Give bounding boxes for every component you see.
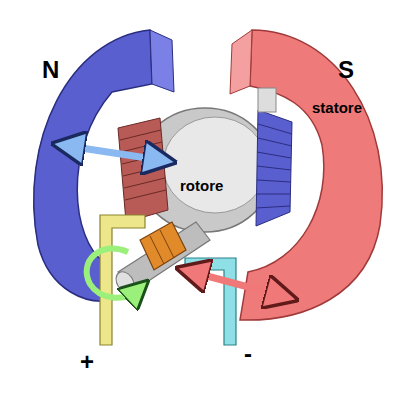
commutator bbox=[140, 222, 186, 270]
south-stator-face bbox=[230, 30, 252, 94]
coil-windings bbox=[120, 130, 166, 200]
positive-brush bbox=[100, 215, 145, 345]
commutator-gap bbox=[160, 230, 174, 258]
part-name: rotore bbox=[180, 178, 223, 193]
pole-label: S bbox=[338, 58, 354, 82]
south-stator bbox=[240, 30, 382, 320]
commutator-gap bbox=[150, 236, 164, 264]
terminal-sign: + bbox=[80, 350, 94, 374]
rotor-coil-red bbox=[118, 118, 168, 222]
rotor-coil-blue bbox=[256, 110, 292, 226]
part-name: statore bbox=[312, 100, 362, 115]
attraction-arrow bbox=[68, 146, 160, 160]
north-stator-face bbox=[150, 30, 174, 92]
pole-label: N bbox=[42, 58, 59, 82]
rotation-arrow bbox=[87, 249, 138, 298]
attraction-arrow bbox=[192, 272, 282, 296]
terminal-sign: - bbox=[244, 342, 252, 366]
coil-windings-blue bbox=[256, 124, 292, 208]
rotor-slot bbox=[258, 88, 276, 112]
rotor-face bbox=[163, 117, 267, 213]
